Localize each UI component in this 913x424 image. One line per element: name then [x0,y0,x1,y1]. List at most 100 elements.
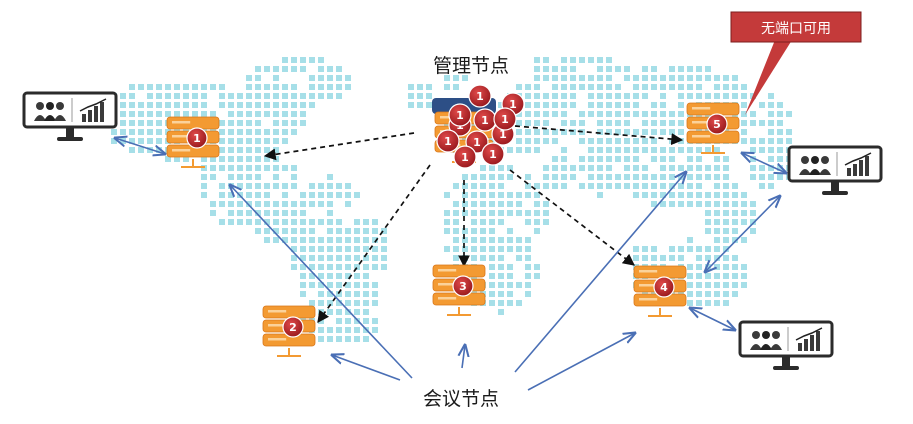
map-dot [732,255,738,261]
map-dot [615,66,621,72]
map-dot [354,192,360,198]
map-dot [498,174,504,180]
map-dot [498,192,504,198]
map-dot [534,273,540,279]
map-dot [570,93,576,99]
map-dot [471,219,477,225]
map-dot [354,318,360,324]
map-dot [489,192,495,198]
map-dot [750,120,756,126]
map-dot [561,183,567,189]
map-dot [705,219,711,225]
map-dot [786,129,792,135]
map-dot [732,192,738,198]
map-dot [147,84,153,90]
map-dot [291,120,297,126]
map-dot [372,264,378,270]
map-dot [318,219,324,225]
map-dot [705,228,711,234]
map-dot [219,93,225,99]
map-dot [372,237,378,243]
chart-bar [847,168,851,176]
map-dot [462,237,468,243]
server-slot [438,269,457,272]
map-dot [516,237,522,243]
map-dot [723,165,729,171]
map-dot [345,228,351,234]
map-dot [363,291,369,297]
map-dot [354,282,360,288]
map-dot [282,219,288,225]
map-dot [300,228,306,234]
management-node-label: 管理节点 [433,55,509,77]
map-dot [687,246,693,252]
map-dot [318,327,324,333]
map-dot [624,129,630,135]
map-dot [750,165,756,171]
map-dot [309,219,315,225]
server-5: 5 [686,102,740,154]
management-links [263,125,684,323]
map-dot [291,237,297,243]
map-dot [228,192,234,198]
map-dot [489,255,495,261]
map-dot [723,264,729,270]
map-dot [246,165,252,171]
map-dot [498,264,504,270]
map-dot [669,129,675,135]
map-dot [651,201,657,207]
map-dot [354,228,360,234]
map-dot [210,201,216,207]
chart-bar [865,156,869,176]
map-dot [111,129,117,135]
map-dot [651,102,657,108]
map-dot [696,75,702,81]
map-dot [624,75,630,81]
map-dot [363,219,369,225]
map-dot [588,93,594,99]
link-label-server1 [230,185,413,379]
map-dot [471,228,477,234]
map-dot [651,138,657,144]
map-dot [480,174,486,180]
map-dot [678,192,684,198]
map-dot [336,273,342,279]
map-dot [129,147,135,153]
map-dot [201,156,207,162]
map-dot [525,291,531,297]
map-dot [228,219,234,225]
map-dot [561,120,567,126]
map-dot [264,147,270,153]
map-dot [525,183,531,189]
map-dot [642,129,648,135]
map-dot [318,93,324,99]
map-dot [300,93,306,99]
map-dot [147,138,153,144]
map-dot [534,264,540,270]
map-dot [273,120,279,126]
map-dot [660,84,666,90]
map-dot [705,273,711,279]
map-dot [255,219,261,225]
callout-text: 无端口可用 [761,21,831,37]
map-dot [363,282,369,288]
map-dot [156,84,162,90]
map-dot [543,93,549,99]
chart-bar [810,335,814,351]
map-dot [255,93,261,99]
map-dot [642,66,648,72]
map-dot [669,174,675,180]
map-dot [273,183,279,189]
map-dot [750,174,756,180]
map-dot [633,75,639,81]
map-dot [129,102,135,108]
map-dot [309,246,315,252]
map-dot [678,183,684,189]
map-dot [219,165,225,171]
map-dot [210,156,216,162]
map-dot [633,93,639,99]
map-dot [507,264,513,270]
map-dot [408,93,414,99]
map-dot [588,183,594,189]
map-dot [246,120,252,126]
